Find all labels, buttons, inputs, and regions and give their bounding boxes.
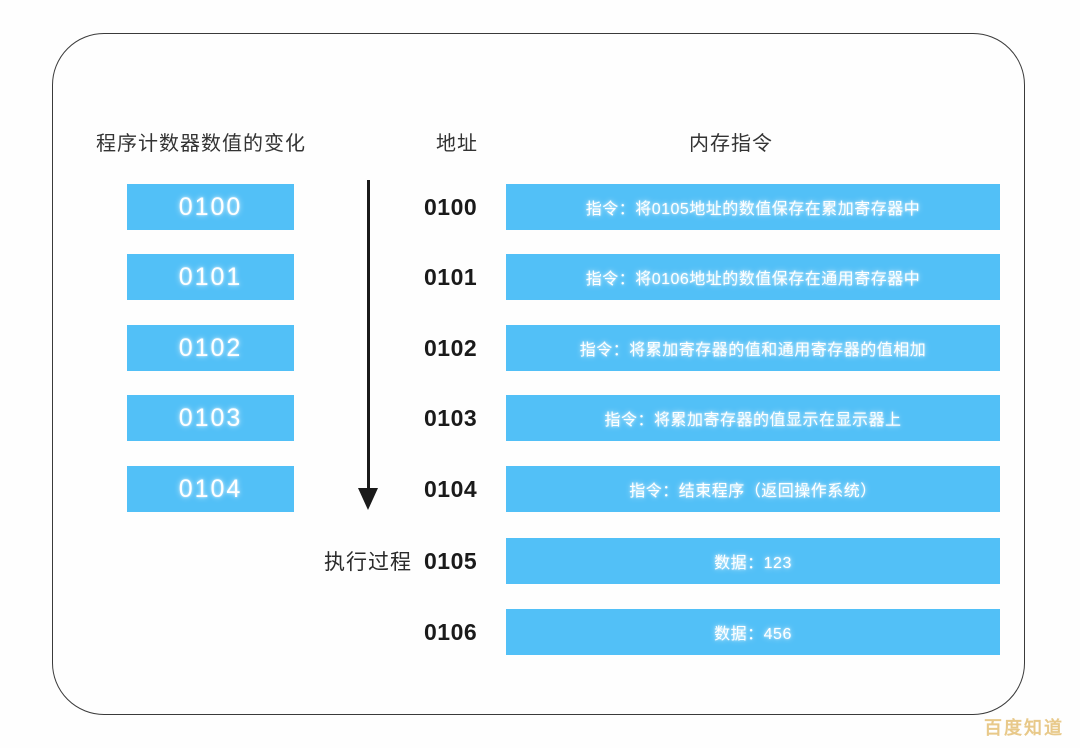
memory-content-box: 指令：将累加寄存器的值和通用寄存器的值相加 (506, 325, 1000, 371)
memory-address-label: 0100 (424, 193, 478, 220)
pc-value-box: 0101 (127, 254, 294, 300)
pc-value-box: 0100 (127, 184, 294, 230)
header-address: 地址 (436, 133, 478, 155)
pc-value-box: 0102 (127, 325, 294, 371)
memory-address-label: 0106 (424, 618, 478, 645)
header-program-counter: 程序计数器数值的变化 (96, 133, 306, 155)
memory-address-label: 0105 (424, 547, 478, 574)
memory-content-box: 指令：将累加寄存器的值显示在显示器上 (506, 395, 1000, 441)
memory-content-box: 指令：结束程序（返回操作系统） (506, 466, 1000, 512)
arrow-line-icon (367, 180, 370, 492)
memory-content-box: 数据：123 (506, 538, 1000, 584)
execution-flow-arrow (352, 180, 386, 518)
watermark: 百度知道 (984, 718, 1064, 738)
execution-process-label: 执行过程 (324, 551, 412, 574)
header-memory-instruction: 内存指令 (689, 133, 773, 155)
memory-address-label: 0104 (424, 475, 478, 502)
memory-address-label: 0103 (424, 404, 478, 431)
arrow-head-icon (358, 488, 378, 510)
pc-value-box: 0104 (127, 466, 294, 512)
memory-content-box: 指令：将0105地址的数值保存在累加寄存器中 (506, 184, 1000, 230)
diagram-frame (52, 33, 1025, 715)
memory-content-box: 数据：456 (506, 609, 1000, 655)
memory-address-label: 0102 (424, 334, 478, 361)
pc-value-box: 0103 (127, 395, 294, 441)
memory-content-box: 指令：将0106地址的数值保存在通用寄存器中 (506, 254, 1000, 300)
memory-address-label: 0101 (424, 263, 478, 290)
